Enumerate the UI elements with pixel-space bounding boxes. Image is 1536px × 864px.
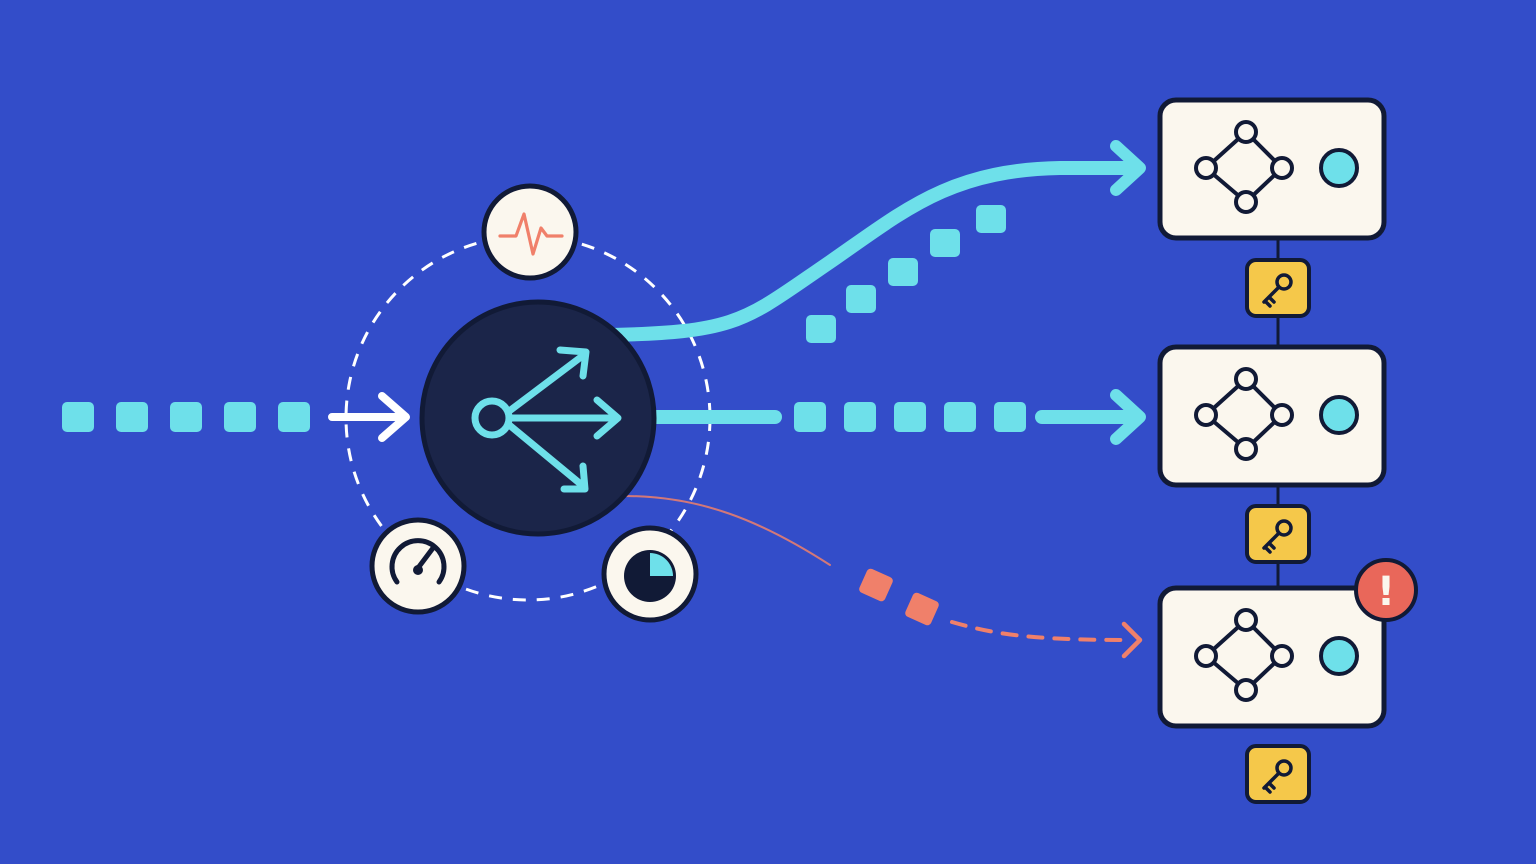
- route-server-2: [641, 389, 1146, 445]
- speedometer-icon: [389, 538, 447, 585]
- server-1-card: [1157, 97, 1387, 241]
- route-arrow-2: [1110, 389, 1146, 445]
- server-2-card: [1157, 344, 1387, 488]
- incoming-packet: [224, 402, 256, 432]
- server-3-card: [1157, 585, 1387, 729]
- incoming-packet: [278, 402, 310, 432]
- incoming-arrow: [328, 392, 410, 442]
- network-diamond-icon: [1194, 367, 1294, 461]
- route-packet: [976, 205, 1006, 233]
- server-stack: [1157, 97, 1387, 804]
- route-server-3: [623, 495, 1143, 659]
- route-arrow-1: [1110, 140, 1146, 196]
- route-packet: [794, 402, 826, 432]
- load-balancer-hub: [419, 299, 657, 537]
- exclamation-icon: !: [1377, 569, 1395, 615]
- server-3-key-badge: [1245, 744, 1311, 804]
- route-packet: [894, 402, 926, 432]
- key-icon: [1262, 273, 1293, 308]
- incoming-packet: [62, 402, 94, 432]
- network-diamond-icon: [1194, 608, 1294, 702]
- network-diamond-icon: [1194, 120, 1294, 214]
- route-line-1: [605, 161, 1137, 342]
- error-packet: [859, 568, 893, 602]
- server-1-key-badge: [1245, 258, 1311, 318]
- error-arrow: [1121, 621, 1143, 659]
- error-route-line: [623, 495, 831, 566]
- error-packet: [905, 592, 939, 626]
- fork-arrows-icon: [471, 346, 622, 493]
- route-packet: [844, 402, 876, 432]
- monitor-heartbeat: [481, 183, 579, 281]
- heartbeat-icon: [498, 212, 564, 256]
- incoming-packet: [170, 402, 202, 432]
- server-3-alert: !: [1354, 558, 1418, 622]
- alert-badge: [1354, 558, 1418, 622]
- route-packet: [888, 258, 918, 286]
- key-icon: [1262, 519, 1293, 554]
- status-dot-icon: [1319, 395, 1359, 435]
- route-packet: [806, 315, 836, 343]
- monitor-timer: [601, 525, 699, 623]
- route-packet: [930, 229, 960, 257]
- monitor-speed: [369, 517, 467, 615]
- pie-timer-icon: [624, 550, 676, 602]
- key-icon: [1262, 759, 1293, 794]
- route-packet: [994, 402, 1026, 432]
- monitor-circle: [481, 183, 579, 281]
- incoming-traffic: [62, 392, 410, 442]
- status-dot-icon: [1319, 636, 1359, 676]
- route-packet: [846, 285, 876, 313]
- incoming-packet: [116, 402, 148, 432]
- route-server-1: [605, 140, 1146, 343]
- status-dot-icon: [1319, 148, 1359, 188]
- route-packet: [944, 402, 976, 432]
- server-2-key-badge: [1245, 504, 1311, 564]
